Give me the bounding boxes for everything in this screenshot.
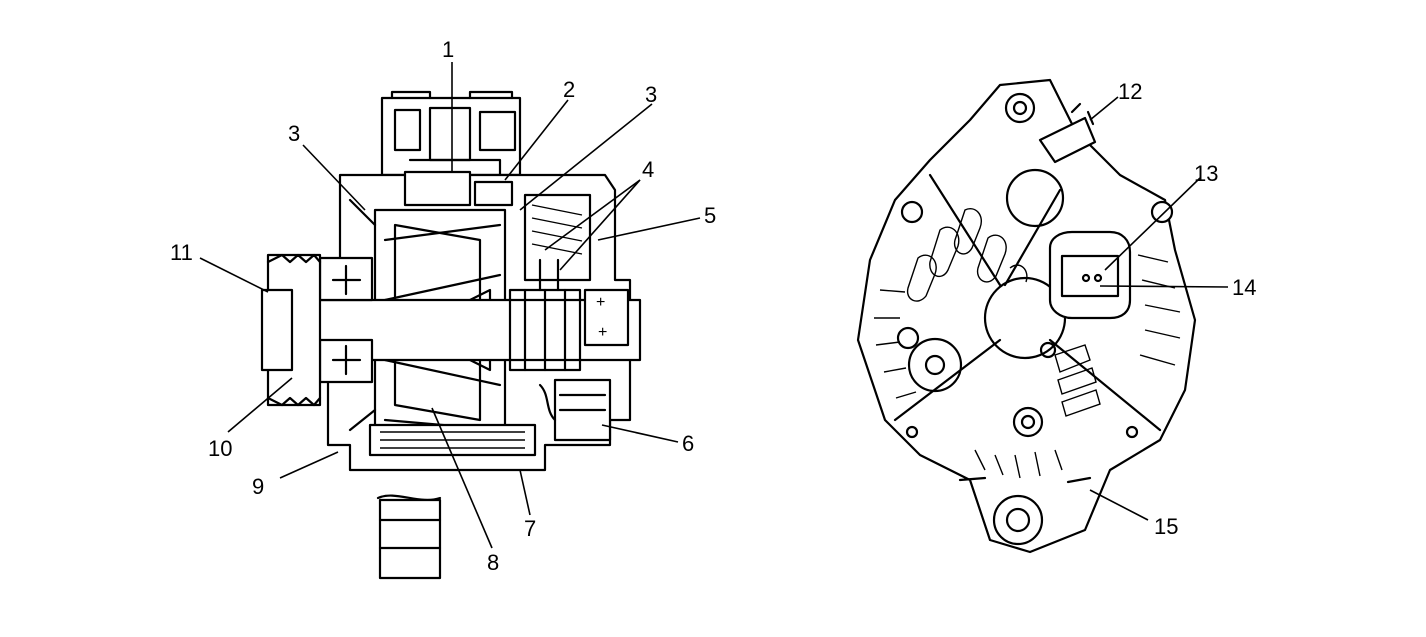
callout-12: 12 [1118, 79, 1142, 104]
callout-3-right: 3 [645, 82, 657, 107]
callout-1: 1 [442, 37, 454, 62]
callout-9: 9 [252, 474, 264, 499]
alternator-rear-view [856, 78, 1197, 554]
callout-11: 11 [170, 240, 193, 265]
callout-14: 14 [1232, 275, 1256, 300]
svg-text:+: + [598, 324, 607, 341]
callout-7: 7 [524, 516, 536, 541]
alternator-cross-section: + + [260, 90, 642, 580]
callout-8: 8 [487, 550, 499, 575]
callout-6: 6 [682, 431, 694, 456]
callout-10: 10 [208, 436, 232, 461]
leader-lines [199, 62, 1229, 549]
callout-4: 4 [642, 157, 654, 182]
svg-text:+: + [596, 294, 605, 311]
callout-2: 2 [563, 77, 575, 102]
callout-labels: 1 2 3 3 4 5 6 7 8 9 10 11 12 13 14 15 [170, 37, 1256, 575]
callout-13: 13 [1194, 161, 1218, 186]
callout-15: 15 [1154, 514, 1178, 539]
callout-5: 5 [704, 203, 716, 228]
callout-3-left: 3 [288, 121, 300, 146]
